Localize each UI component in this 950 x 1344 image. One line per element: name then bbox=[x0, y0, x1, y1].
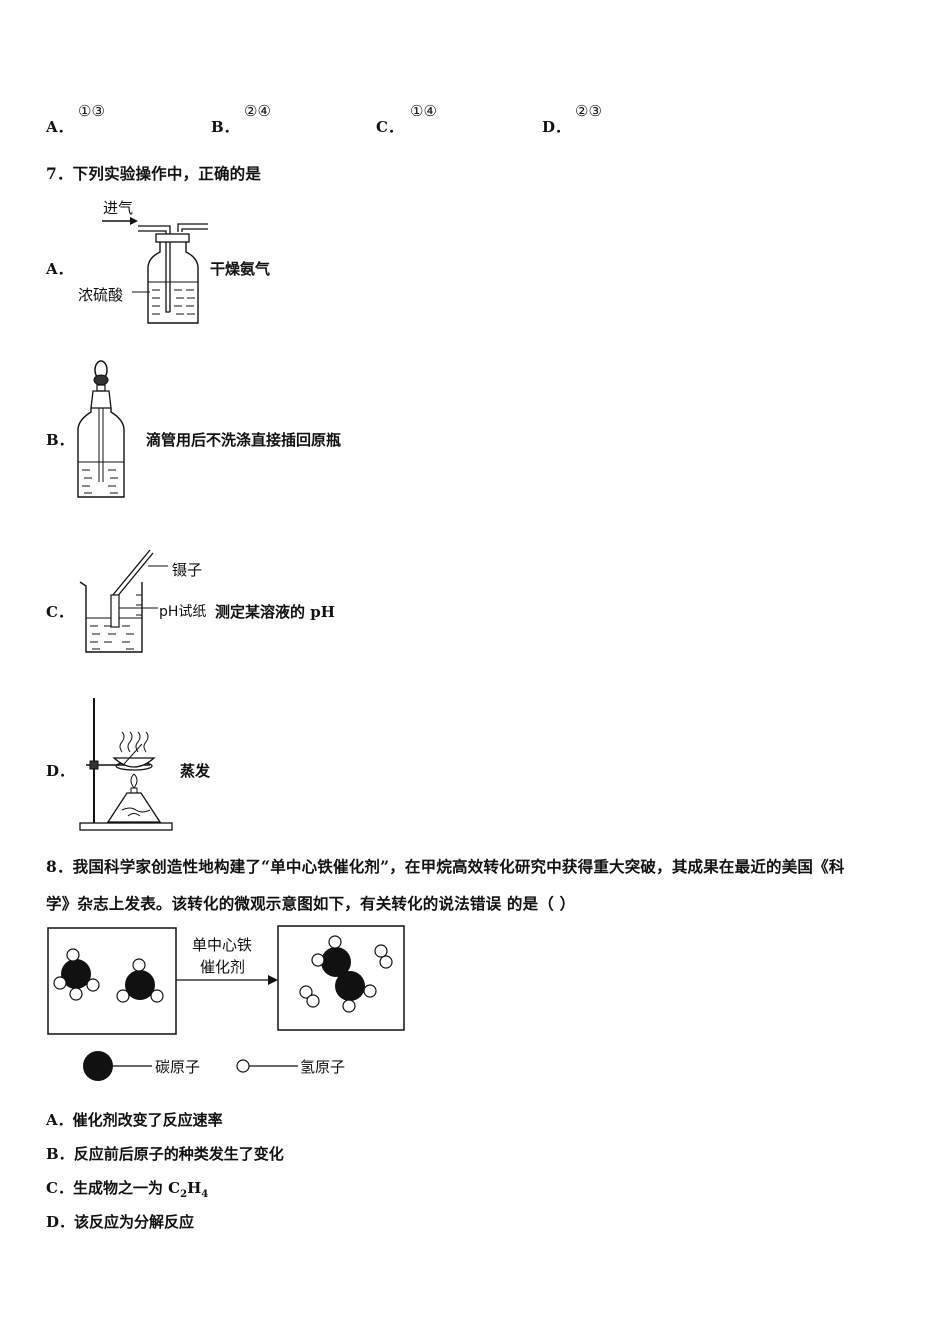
catalyst-label-line1: 单中心铁 bbox=[192, 936, 253, 954]
q7-option-c-letter[interactable]: C． bbox=[46, 603, 73, 621]
q6-option-d-value: ②③ bbox=[575, 102, 602, 120]
q7-option-a-text: 干燥氨气 bbox=[210, 260, 271, 278]
q8-option-a[interactable]: A．催化剂改变了反应速率 bbox=[46, 1109, 223, 1130]
q7-option-b-letter[interactable]: B． bbox=[46, 431, 74, 449]
inlet-label: 进气 bbox=[103, 199, 134, 217]
q6-option-c-value: ①④ bbox=[410, 102, 437, 120]
q8-option-b-letter: B． bbox=[46, 1145, 74, 1163]
q6-option-a-letter[interactable]: A． bbox=[46, 118, 73, 136]
q8-option-d-text: 该反应为分解反应 bbox=[74, 1213, 195, 1231]
q8-option-c-letter: C． bbox=[46, 1179, 73, 1197]
q7-option-b-text: 滴管用后不洗涤直接插回原瓶 bbox=[146, 431, 342, 449]
tweezers-label: 镊子 bbox=[172, 561, 203, 579]
q6-option-b-letter[interactable]: B． bbox=[211, 118, 239, 136]
q8-stem-line2: 学》杂志上发表。该转化的微观示意图如下，有关转化的说法错误 的是（ ） bbox=[46, 894, 576, 913]
q8-option-c-mid: H bbox=[187, 1179, 202, 1197]
legend-carbon-label: 碳原子 bbox=[155, 1058, 201, 1076]
legend-hydrogen-label: 氢原子 bbox=[300, 1058, 346, 1076]
q8-option-c[interactable]: C．生成物之一为 C2H4 bbox=[46, 1177, 208, 1200]
q8-stem-line1: 8．我国科学家创造性地构建了“单中心铁催化剂”，在甲烷高效转化研究中获得重大突破… bbox=[46, 857, 845, 876]
ph-paper-label: pH试纸 bbox=[159, 604, 207, 620]
q8-option-b-text: 反应前后原子的种类发生了变化 bbox=[73, 1145, 284, 1163]
q8-option-b[interactable]: B．反应前后原子的种类发生了变化 bbox=[46, 1143, 284, 1164]
catalyst-label-line2: 催化剂 bbox=[200, 958, 246, 976]
q8-option-a-text: 催化剂改变了反应速率 bbox=[72, 1111, 223, 1129]
q8-option-c-sub1: 2 bbox=[180, 1189, 188, 1200]
q8-option-d-letter: D． bbox=[46, 1213, 75, 1231]
acid-label: 浓硫酸 bbox=[78, 286, 124, 304]
q6-option-a-value: ①③ bbox=[78, 102, 105, 120]
q6-option-b-value: ②④ bbox=[244, 102, 271, 120]
q7-option-c-text: 测定某溶液的 pH bbox=[215, 603, 335, 621]
q8-option-c-text: 生成物之一为 C bbox=[72, 1179, 181, 1197]
q7-stem: 7．下列实验操作中，正确的是 bbox=[46, 164, 262, 183]
q6-option-d-letter[interactable]: D． bbox=[542, 118, 571, 136]
q6-option-c-letter[interactable]: C． bbox=[376, 118, 403, 136]
q8-option-d[interactable]: D．该反应为分解反应 bbox=[46, 1211, 194, 1232]
q7-option-d-letter[interactable]: D． bbox=[46, 762, 75, 780]
q8-option-c-sub2: 4 bbox=[201, 1189, 209, 1200]
q7-option-d-text: 蒸发 bbox=[180, 762, 211, 780]
q7-option-a-letter[interactable]: A． bbox=[46, 260, 73, 278]
q8-option-a-letter: A． bbox=[46, 1111, 73, 1129]
